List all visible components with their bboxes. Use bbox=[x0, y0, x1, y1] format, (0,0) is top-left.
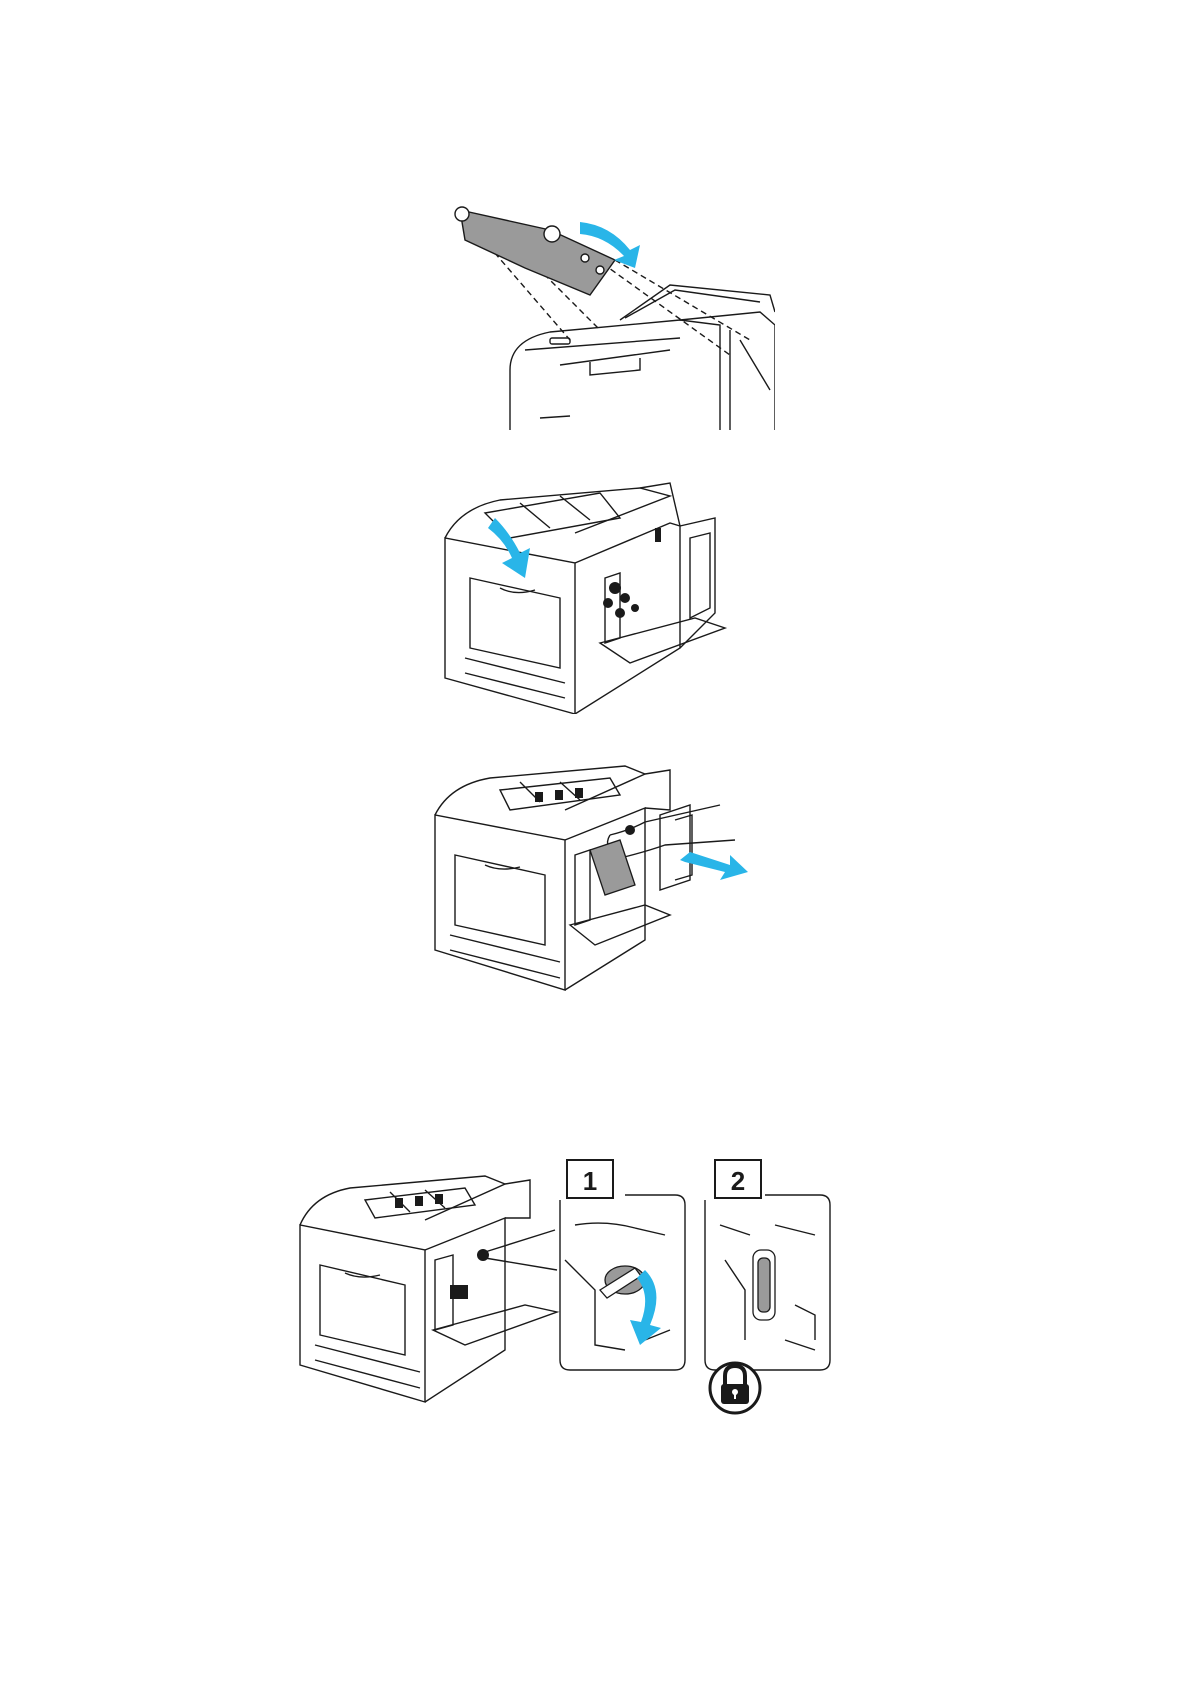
figure-install-cover bbox=[440, 200, 775, 430]
printer-illustration: 1 2 bbox=[295, 1140, 900, 1415]
figure-close-top-cover bbox=[440, 478, 760, 714]
callout-number-1: 1 bbox=[583, 1166, 597, 1196]
lock-icon bbox=[710, 1363, 760, 1413]
printer-illustration bbox=[440, 200, 775, 430]
printer-illustration bbox=[430, 760, 770, 1000]
printer-illustration bbox=[440, 478, 760, 714]
callout-number-2: 2 bbox=[731, 1166, 745, 1196]
figure-insert-waste-cartridge bbox=[430, 760, 770, 1000]
figure-lock-cartridge-lever: 1 2 bbox=[295, 1140, 900, 1415]
